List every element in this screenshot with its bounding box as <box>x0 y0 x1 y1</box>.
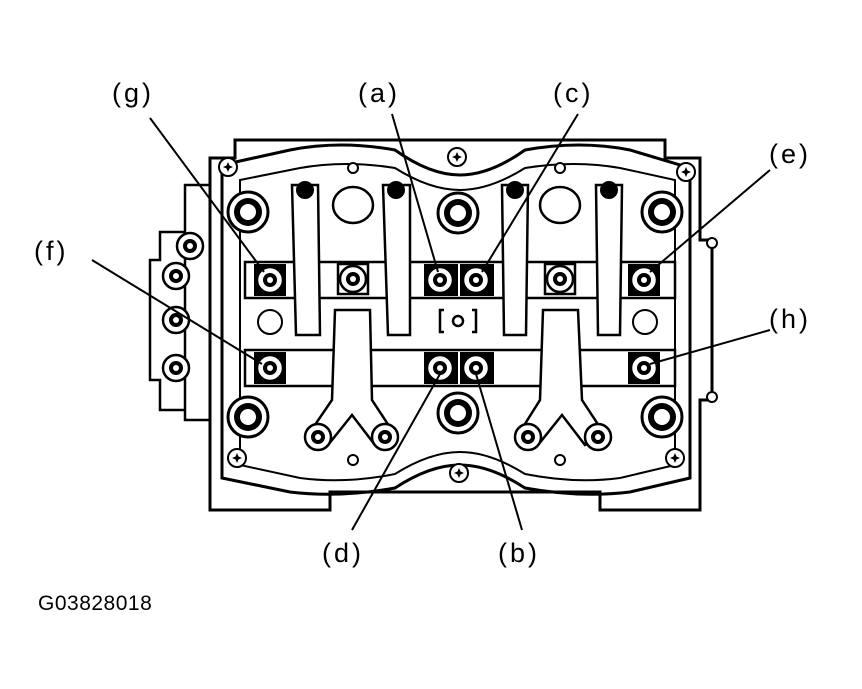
cam-cap-left <box>331 185 375 225</box>
center-mark <box>438 308 478 334</box>
torx-screw-top-right <box>676 162 696 182</box>
label-a: (a) <box>358 78 400 108</box>
leader-lines <box>91 113 771 531</box>
leader-h <box>649 329 771 365</box>
head-bolt-upper-center <box>436 191 480 235</box>
head-bolt-upper-right <box>640 190 684 234</box>
bolt-g <box>254 264 286 296</box>
leader-f <box>91 259 263 365</box>
label-d: (d) <box>322 538 364 568</box>
bracket-bolt-top <box>175 231 205 261</box>
bolt-f <box>254 352 286 384</box>
torx-screw-top-left <box>218 157 238 177</box>
torx-screw-top-center <box>447 147 467 167</box>
leader-c <box>481 113 579 273</box>
upper-rocker-arms <box>290 183 624 337</box>
lower-rocker-arms <box>306 308 607 447</box>
head-bolt-lower-right <box>640 395 684 439</box>
label-b: (b) <box>498 538 540 568</box>
torx-screw-bottom-left <box>227 448 247 468</box>
bolt-upper-left-inner <box>336 262 370 296</box>
small-holes <box>257 162 718 466</box>
bracket-bolt-2 <box>161 261 191 291</box>
leader-a <box>391 113 439 273</box>
head-bolt-lower-left <box>226 395 270 439</box>
upper-rocker-tips <box>296 181 618 199</box>
label-h: (h) <box>769 304 811 334</box>
bolt-h <box>628 352 660 384</box>
label-c: (c) <box>553 78 593 108</box>
bracket-bolt-4 <box>161 353 191 383</box>
head-bolt-lower-center <box>436 391 480 435</box>
bolt-a <box>424 264 458 296</box>
torx-screw-bottom-right <box>665 448 685 468</box>
cam-cap-right <box>538 185 582 225</box>
leader-b <box>475 373 523 531</box>
bolt-d <box>424 352 458 384</box>
bolt-upper-right-inner <box>543 262 577 296</box>
figure-code: G03828018 <box>38 592 153 615</box>
bolt-c <box>460 264 494 296</box>
leader-e <box>649 169 771 273</box>
label-g: (g) <box>112 78 154 108</box>
label-f: (f) <box>34 236 68 266</box>
label-e: (e) <box>769 139 811 169</box>
leader-g <box>149 117 265 273</box>
head-bolt-upper-left <box>226 190 270 234</box>
torx-screw-bottom-center <box>449 463 469 483</box>
leader-d <box>351 373 441 531</box>
